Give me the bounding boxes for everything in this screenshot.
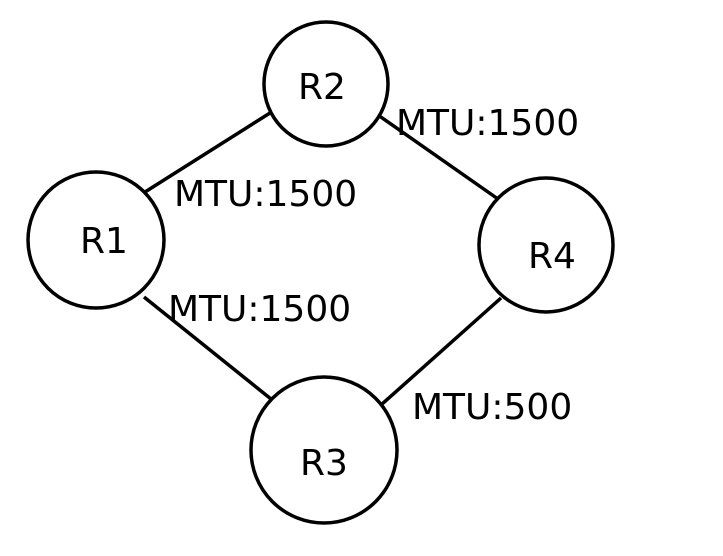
- link-r2-r4: [376, 113, 500, 201]
- router-r4: R4: [477, 176, 615, 314]
- link-r3-r4: [379, 296, 503, 407]
- link-r1-r3: [142, 295, 278, 405]
- router-r2: R2: [262, 20, 390, 148]
- router-r4-label: R4: [528, 236, 576, 277]
- mtu-label-r3-r4: MTU:500: [412, 387, 572, 428]
- mtu-label-r2-r4: MTU:1500: [396, 103, 579, 144]
- mtu-label-r1-r3: MTU:1500: [168, 289, 351, 330]
- router-r1: R1: [26, 170, 166, 310]
- link-r1-r2: [144, 111, 271, 194]
- mtu-label-r1-r2: MTU:1500: [174, 174, 357, 215]
- router-r3-label: R3: [300, 443, 348, 484]
- router-r1-label: R1: [80, 221, 128, 262]
- router-r3: R3: [249, 375, 399, 525]
- router-r2-label: R2: [298, 67, 346, 108]
